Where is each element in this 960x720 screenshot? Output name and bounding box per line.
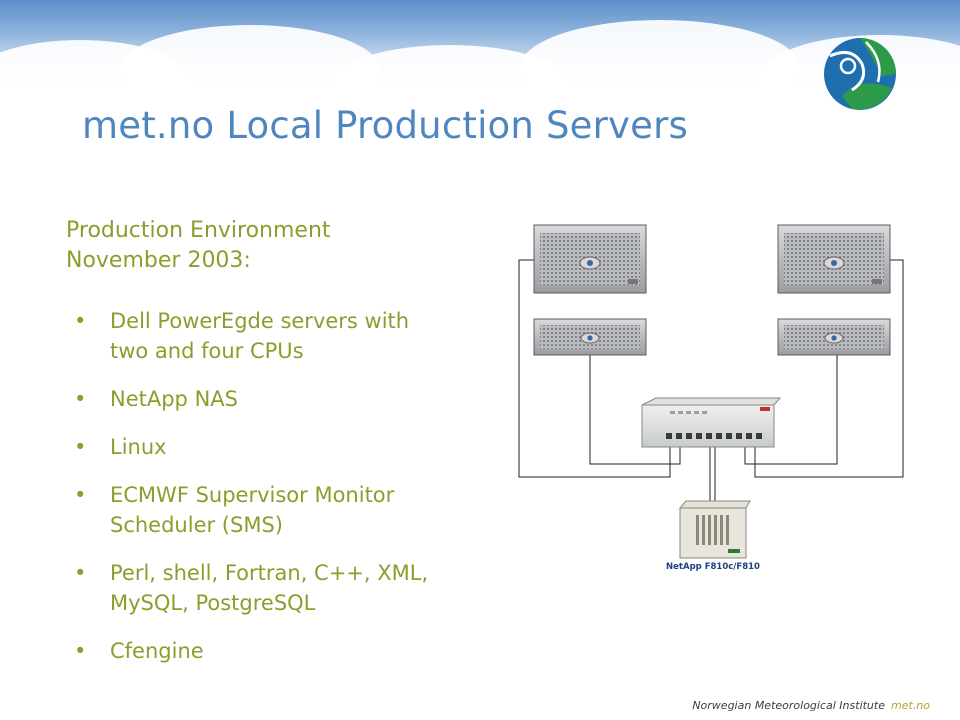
bullet-text-line: Linux — [110, 435, 167, 459]
bullet-dot: • — [74, 309, 87, 333]
bullet-text-line: Perl, shell, Fortran, C++, XML, — [110, 561, 429, 585]
slide-title: met.no Local Production Servers — [82, 104, 689, 147]
bullet-item: • NetApp NAS — [74, 384, 494, 414]
bullet-text-line: ECMWF Supervisor Monitor — [110, 483, 395, 507]
footer: Norwegian Meteorological Institute met.no — [692, 699, 930, 712]
bullet-list: • Dell PowerEgde servers with two and fo… — [74, 306, 494, 684]
server-2u-right — [777, 318, 891, 356]
server-2u-left — [533, 318, 647, 356]
bullet-text-line: Cfengine — [110, 639, 204, 663]
footer-institute: Norwegian Meteorological Institute — [692, 699, 885, 712]
met-no-globe-logo — [824, 38, 896, 110]
network-switch — [641, 397, 782, 448]
bullet-text-line: Scheduler (SMS) — [110, 513, 283, 537]
bullet-text-line: two and four CPUs — [110, 339, 304, 363]
cable-left-4u — [518, 259, 671, 478]
intro-line-1: Production Environment — [66, 218, 331, 243]
bullet-item: • Cfengine — [74, 636, 494, 666]
bullet-dot: • — [74, 483, 87, 507]
network-diagram: NetApp F810c/F810 — [518, 224, 904, 572]
bullet-dot: • — [74, 561, 87, 585]
cable-left-2u — [589, 355, 681, 465]
bullet-item: • ECMWF Supervisor Monitor Scheduler (SM… — [74, 480, 494, 540]
bullet-item: • Dell PowerEgde servers with two and fo… — [74, 306, 494, 366]
server-4u-left — [533, 224, 647, 294]
bullet-item: • Perl, shell, Fortran, C++, XML, MySQL,… — [74, 558, 494, 618]
footer-brand: met.no — [891, 699, 930, 712]
intro-line-2: November 2003: — [66, 248, 251, 273]
bullet-text-line: NetApp NAS — [110, 387, 238, 411]
cable-right-2u — [744, 355, 838, 465]
bullet-text-line: Dell PowerEgde servers with — [110, 309, 410, 333]
bullet-dot: • — [74, 435, 87, 459]
server-4u-right — [777, 224, 891, 294]
bullet-dot: • — [74, 387, 87, 411]
netapp-nas: NetApp F810c/F810 — [666, 500, 760, 572]
bullet-text-line: MySQL, PostgreSQL — [110, 591, 316, 615]
network-cables — [518, 259, 904, 501]
nas-model-label: NetApp F810c/F810 — [666, 562, 760, 572]
cable-right-4u — [754, 259, 904, 478]
sky-header-banner — [0, 0, 960, 95]
production-environment-heading: Production Environment November 2003: — [66, 216, 331, 276]
bullet-item: • Linux — [74, 432, 494, 462]
bullet-dot: • — [74, 639, 87, 663]
